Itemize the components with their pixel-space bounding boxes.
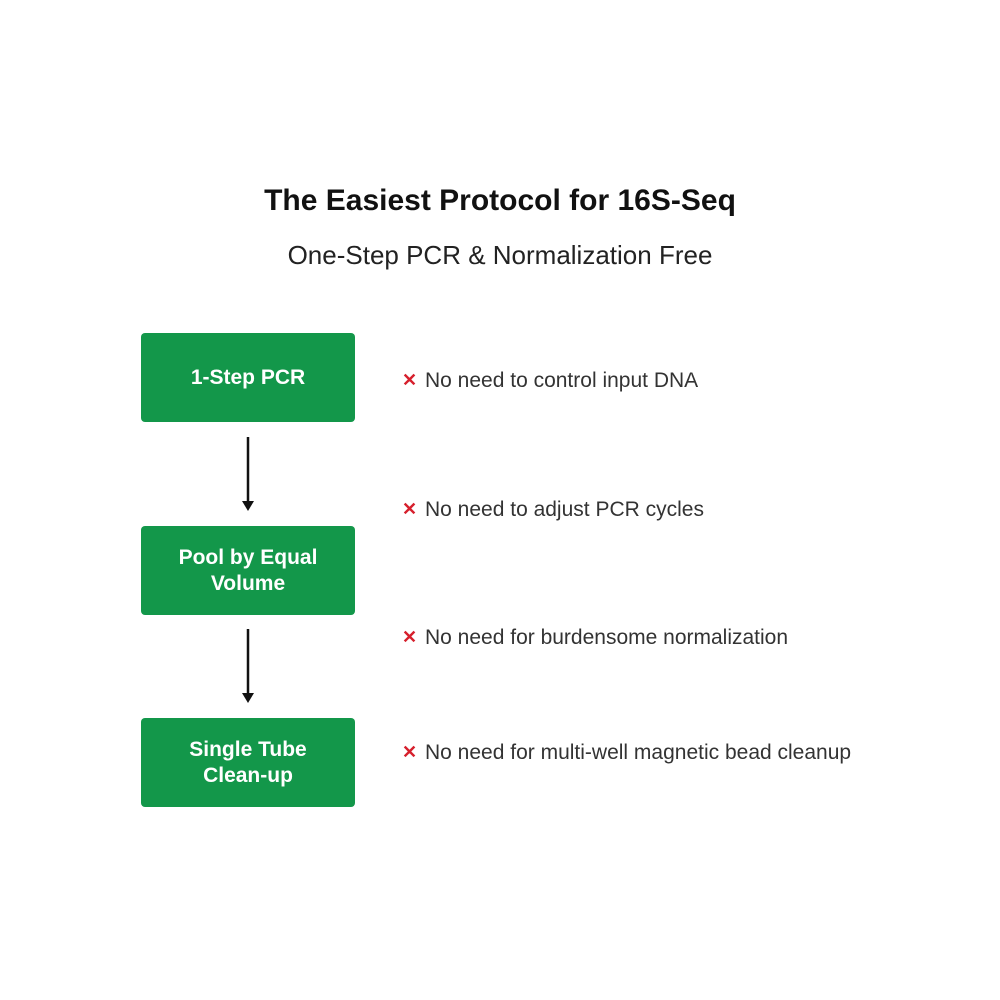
x-mark-icon: ✕ <box>402 742 418 762</box>
note-text: No need to control input DNA <box>425 369 699 392</box>
note-text: No need for burdensome normalization <box>425 626 789 649</box>
note-text: No need to adjust PCR cycles <box>425 498 704 521</box>
note-4: ✕ No need for multi-well magnetic bead cl… <box>402 739 852 766</box>
diagram-subtitle: One-Step PCR & Normalization Free <box>287 240 713 270</box>
diagram-title: The Easiest Protocol for 16S-Seq <box>264 184 736 217</box>
note-1: ✕ No need to control input DNA <box>402 367 872 394</box>
step-box-1: 1-Step PCR <box>141 333 355 422</box>
note-2: ✕ No need to adjust PCR cycles <box>402 496 872 523</box>
note-3: ✕ No need for burdensome normalization <box>402 624 872 651</box>
step-box-3: Single Tube Clean-up <box>141 718 355 807</box>
x-mark-icon: ✕ <box>402 499 418 519</box>
x-mark-icon: ✕ <box>402 370 418 390</box>
step-box-2: Pool by Equal Volume <box>141 526 355 615</box>
arrow-down-icon <box>242 629 254 703</box>
note-text: No need for multi-well magnetic bead cle… <box>425 741 852 764</box>
x-mark-icon: ✕ <box>402 627 418 647</box>
arrow-down-icon <box>242 437 254 511</box>
